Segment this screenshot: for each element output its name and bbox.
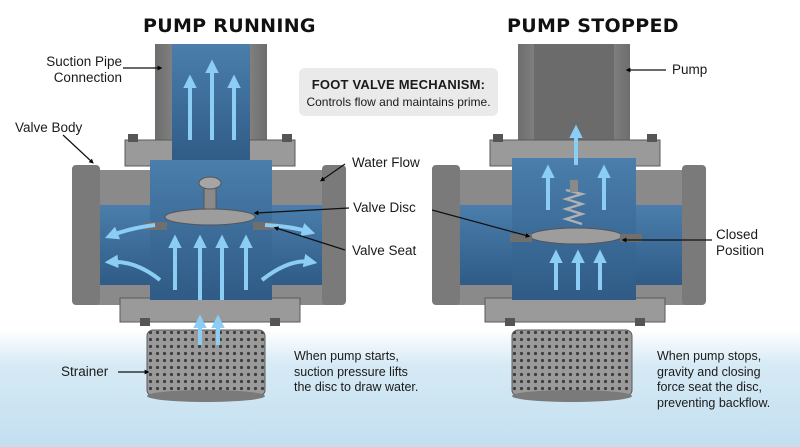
note-stopped-line2: gravity and closing <box>657 364 761 379</box>
label-suction-line2: Connection <box>53 70 122 85</box>
label-suction-line1: Suction Pipe <box>46 54 122 69</box>
title-running: PUMP RUNNING <box>143 15 316 37</box>
label-pump: Pump <box>672 62 708 77</box>
note-stopped-line1: When pump stops, <box>657 349 762 363</box>
mechanism-callout: FOOT VALVE MECHANISM: Controls flow and … <box>299 68 498 116</box>
label-valve-disc: Valve Disc <box>353 200 416 215</box>
running-valve <box>72 44 346 402</box>
callout-heading: FOOT VALVE MECHANISM: <box>311 77 486 92</box>
note-stopped: When pump stops, gravity and closing for… <box>657 349 770 411</box>
note-running-line3: the disc to draw water. <box>294 380 419 394</box>
note-running-line2: suction pressure lifts <box>294 364 408 379</box>
note-stopped-line3: force seat the disc, <box>657 380 762 394</box>
label-water-flow: Water Flow <box>352 155 420 170</box>
label-valve-seat: Valve Seat <box>352 243 417 258</box>
note-running-line1: When pump starts, <box>294 349 399 363</box>
callout-text: Controls flow and maintains prime. <box>306 95 491 109</box>
label-strainer: Strainer <box>61 364 109 379</box>
label-valve-body: Valve Body <box>15 120 83 135</box>
label-closed-position: Closed Position <box>716 227 764 259</box>
leader-lines <box>62 65 712 375</box>
label-closed-line2: Position <box>716 243 765 258</box>
note-stopped-line4: preventing backflow. <box>657 395 771 410</box>
ground-water <box>0 330 800 447</box>
label-closed-line1: Closed <box>716 227 759 242</box>
title-stopped: PUMP STOPPED <box>507 15 679 37</box>
stopped-valve <box>432 44 706 402</box>
note-running: When pump starts, suction pressure lifts… <box>294 349 418 396</box>
label-suction-pipe: Suction Pipe Connection <box>28 54 122 86</box>
